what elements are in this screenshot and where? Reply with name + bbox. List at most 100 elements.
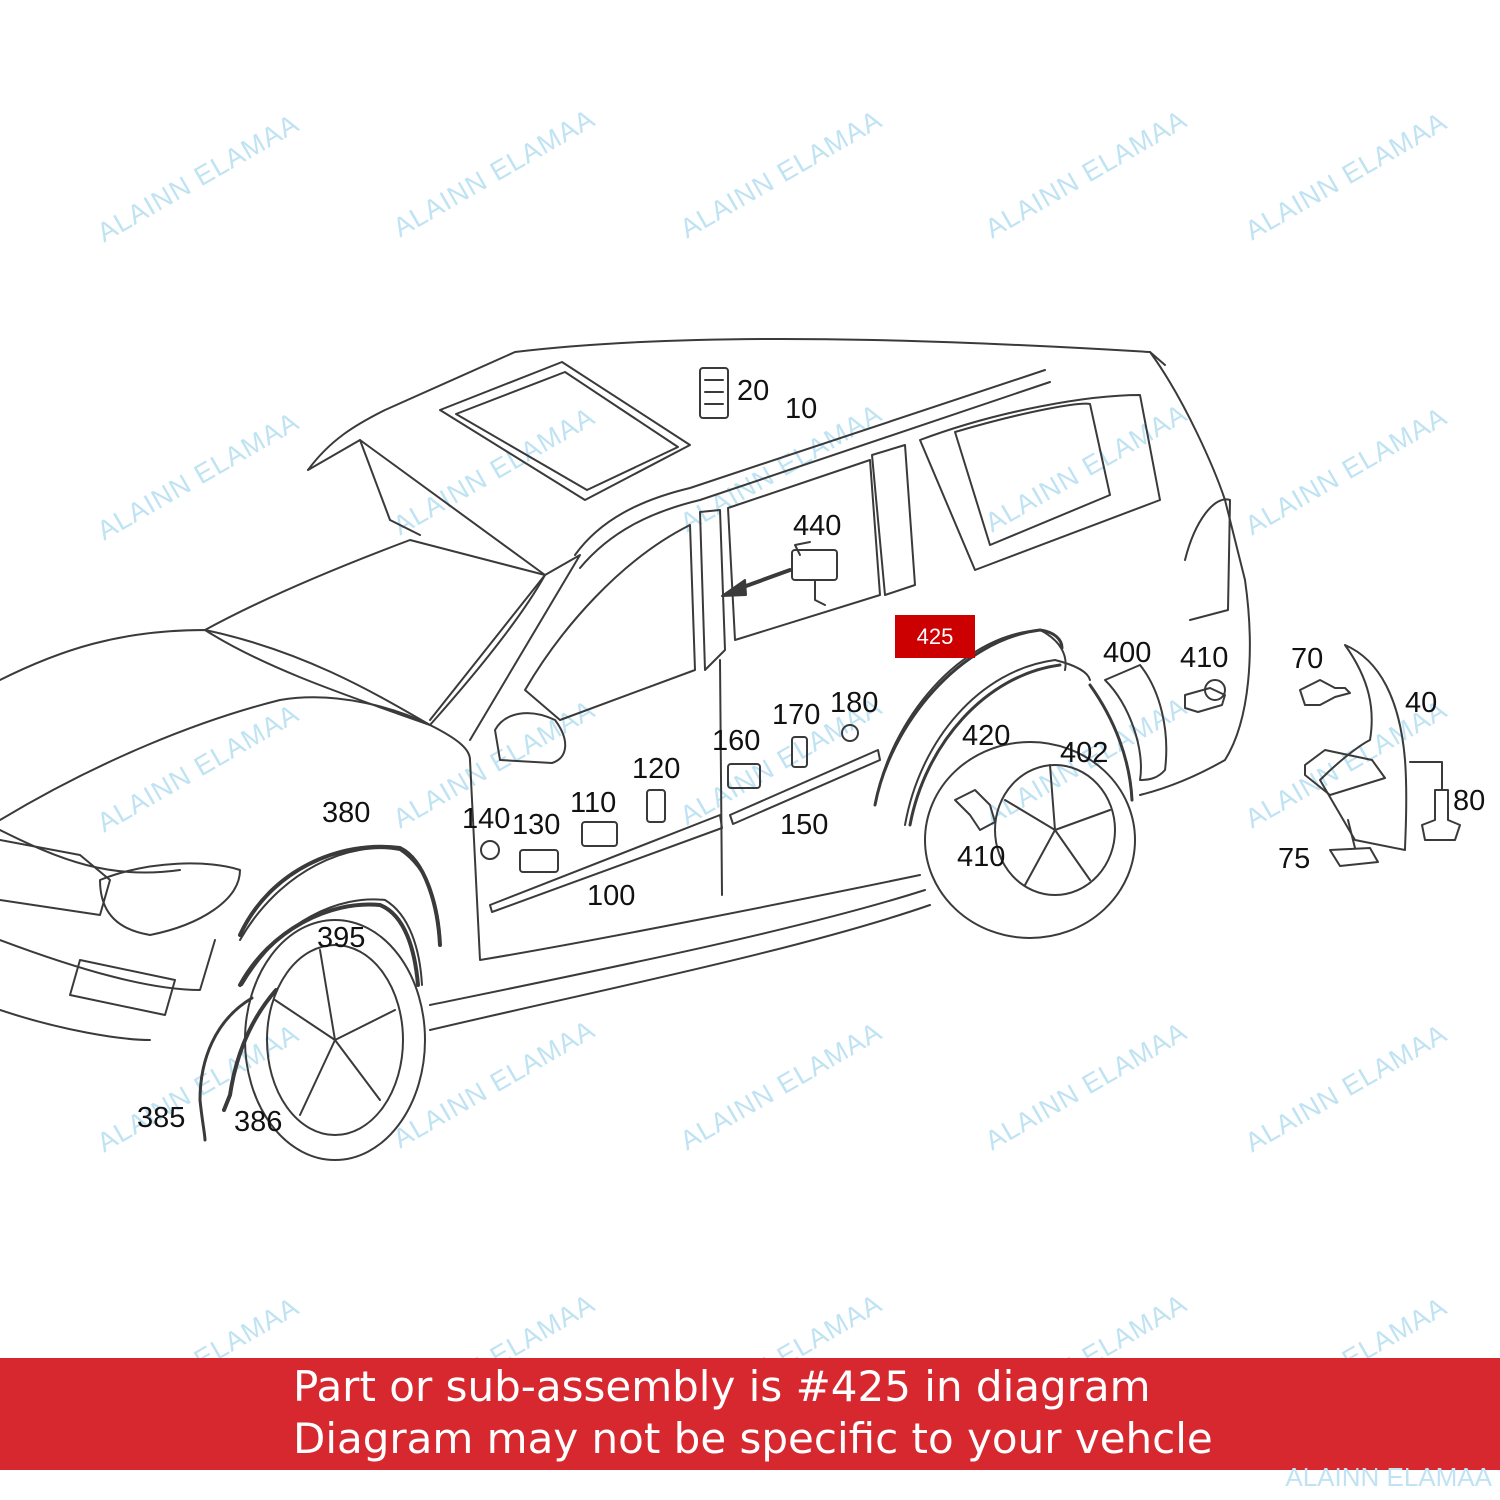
footer-watermark: ALAINN ELAMAA bbox=[1285, 1462, 1492, 1492]
hood-front bbox=[0, 829, 181, 874]
highlight-callout-425: 425 bbox=[895, 615, 975, 658]
callout-170: 170 bbox=[772, 699, 820, 731]
callout-20: 20 bbox=[737, 375, 769, 407]
lower-bumper bbox=[0, 1009, 151, 1041]
liner-400 bbox=[1104, 664, 1168, 781]
clip-170 bbox=[791, 736, 808, 768]
quarter-window-frame bbox=[919, 394, 1161, 571]
rear-side-panel bbox=[1184, 498, 1231, 621]
callout-420: 420 bbox=[962, 720, 1010, 752]
fog-light bbox=[69, 959, 176, 1016]
rear-wheel bbox=[924, 741, 1136, 939]
clip-20-ribs bbox=[704, 379, 724, 405]
rear-rim-spokes bbox=[1004, 764, 1111, 886]
notice-banner: Part or sub-assembly is #425 in diagram … bbox=[0, 1358, 1500, 1470]
screw-410-upper-head bbox=[1204, 679, 1226, 701]
callout-160: 160 bbox=[712, 725, 760, 757]
rear-rim bbox=[994, 764, 1116, 896]
leader-75 bbox=[1347, 819, 1356, 849]
flare-380 bbox=[238, 844, 442, 947]
clip-20 bbox=[699, 367, 729, 419]
callout-410-upper: 410 bbox=[1180, 642, 1228, 674]
callout-120: 120 bbox=[632, 753, 680, 785]
callout-180: 180 bbox=[830, 687, 878, 719]
sunroof-outline bbox=[439, 361, 691, 501]
screw-410-lower bbox=[954, 789, 996, 831]
clip-180 bbox=[841, 724, 859, 742]
callout-402: 402 bbox=[1060, 737, 1108, 769]
clip-110 bbox=[581, 821, 618, 847]
leader-80 bbox=[1409, 761, 1443, 791]
rear-quarter-outline bbox=[1139, 579, 1251, 796]
quarter-window-glass bbox=[954, 402, 1111, 546]
hood-outline bbox=[0, 629, 471, 761]
roof-front-edge bbox=[307, 439, 546, 721]
clip-130 bbox=[519, 849, 559, 873]
front-side-window bbox=[524, 524, 696, 721]
trim-402 bbox=[1088, 683, 1134, 802]
callout-10: 10 bbox=[785, 393, 817, 425]
front-bumper bbox=[0, 939, 216, 991]
grille bbox=[0, 839, 111, 916]
callout-130: 130 bbox=[512, 809, 560, 841]
door-split bbox=[719, 659, 723, 896]
windshield bbox=[204, 539, 546, 726]
callout-75: 75 bbox=[1278, 843, 1310, 875]
callout-380: 380 bbox=[322, 797, 370, 829]
sunroof-inner bbox=[455, 371, 679, 491]
front-rim bbox=[266, 944, 404, 1136]
headlight bbox=[99, 862, 241, 936]
hood-crease bbox=[0, 696, 431, 821]
moulding-100 bbox=[489, 814, 723, 913]
banner-line-disclaimer: Diagram may not be specific to your vehc… bbox=[293, 1414, 1213, 1463]
side-mirror bbox=[494, 712, 567, 764]
callout-400: 400 bbox=[1103, 637, 1151, 669]
screw-80 bbox=[1421, 789, 1461, 841]
body-side-line bbox=[469, 759, 921, 961]
callout-40: 40 bbox=[1405, 687, 1437, 719]
moulding-150 bbox=[729, 749, 881, 825]
clip-75 bbox=[1329, 847, 1379, 867]
flare-425 bbox=[873, 628, 1064, 807]
highlight-label: 425 bbox=[916, 623, 954, 649]
roof-rail bbox=[574, 369, 1046, 556]
sensor-440-pins bbox=[794, 541, 826, 606]
callout-110: 110 bbox=[570, 787, 616, 819]
c-pillar bbox=[871, 444, 916, 596]
roof-outline bbox=[307, 337, 1166, 471]
clip-160 bbox=[727, 763, 761, 789]
flare-395 bbox=[238, 902, 420, 987]
clip-120 bbox=[646, 789, 666, 823]
callout-385: 385 bbox=[137, 1102, 185, 1134]
callout-410-lower: 410 bbox=[957, 841, 1005, 873]
rear-pillar bbox=[1149, 351, 1246, 581]
callout-395: 395 bbox=[317, 922, 365, 954]
flare-420 bbox=[908, 663, 1062, 827]
callout-440: 440 bbox=[793, 510, 841, 542]
callout-140: 140 bbox=[462, 803, 510, 835]
windshield-top bbox=[359, 439, 421, 536]
callout-150: 150 bbox=[780, 809, 828, 841]
callout-80: 80 bbox=[1453, 785, 1485, 817]
b-pillar bbox=[699, 509, 726, 671]
rear-arch-flare bbox=[904, 659, 1091, 826]
callout-70: 70 bbox=[1291, 643, 1323, 675]
strip-385 bbox=[198, 996, 254, 1142]
front-rim-spokes bbox=[274, 949, 396, 1116]
callout-100: 100 bbox=[587, 880, 635, 912]
screw-410-upper bbox=[1184, 687, 1226, 713]
arrowhead-440 bbox=[721, 579, 747, 597]
rocker-panel bbox=[429, 904, 931, 1031]
strip-386 bbox=[222, 988, 278, 1112]
banner-line-part: Part or sub-assembly is #425 in diagram bbox=[293, 1362, 1151, 1411]
screw-70 bbox=[1299, 679, 1351, 706]
mud-flap-40 bbox=[1319, 644, 1408, 851]
rocker-lower bbox=[429, 889, 926, 1006]
bracket-40 bbox=[1304, 749, 1386, 796]
a-pillar bbox=[469, 554, 581, 741]
roof-rail-lower bbox=[579, 381, 1051, 569]
clip-140 bbox=[480, 840, 500, 860]
callout-386: 386 bbox=[234, 1106, 282, 1138]
